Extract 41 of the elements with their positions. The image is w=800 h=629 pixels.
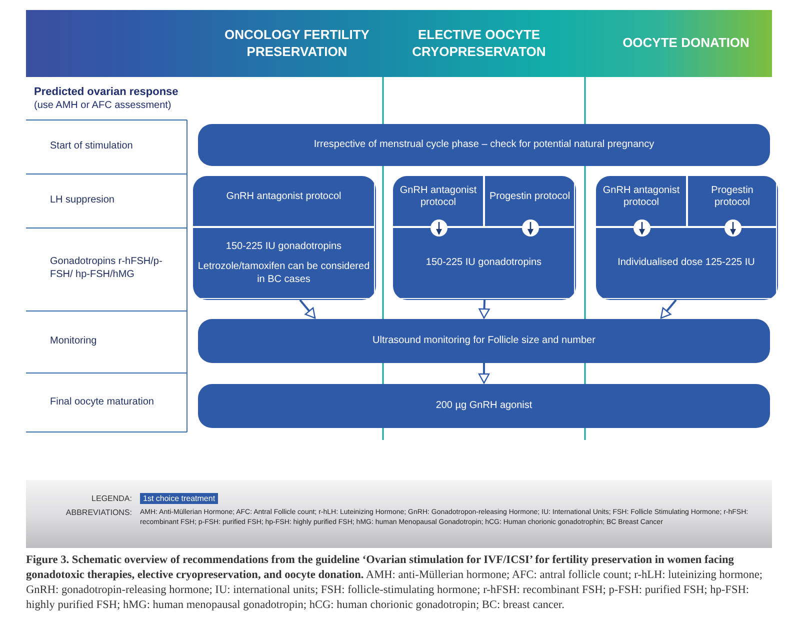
column-header: OOCYTE DONATION bbox=[622, 34, 750, 52]
box-text: Progestin protocol bbox=[489, 191, 570, 204]
group-box bbox=[193, 176, 376, 300]
box-text: Irrespective of menstrual cycle phase – check for potential natural pregnancy bbox=[314, 138, 654, 152]
box-text: GnRH antagonist protocol bbox=[602, 184, 681, 210]
row-label: Gonadotropins r-hFSH/p-FSH/ hp-FSH/hMG bbox=[50, 255, 164, 281]
group-box bbox=[596, 176, 778, 300]
legend-heading: LEGENDA: bbox=[90, 494, 132, 504]
box-text: Progestin protocol bbox=[710, 184, 754, 210]
row-label: Monitoring bbox=[50, 334, 98, 348]
box-text: 200 µg GnRH agonist bbox=[436, 400, 532, 412]
process-box bbox=[198, 319, 770, 363]
section-note: (use AMH or AFC assessment) bbox=[34, 99, 172, 113]
section-heading: Predicted ovarian response bbox=[34, 85, 178, 100]
arrow bbox=[436, 222, 442, 235]
row-label: Final oocyte maturation bbox=[50, 396, 155, 408]
box-section bbox=[193, 227, 376, 300]
arrow bbox=[478, 363, 490, 384]
row-label: LH suppresion bbox=[50, 194, 116, 206]
arrow bbox=[730, 222, 736, 235]
group-box bbox=[393, 176, 576, 300]
arrow bbox=[528, 222, 534, 235]
box-text: GnRH antagonist protocol bbox=[398, 184, 478, 210]
box-text: 150-225 IU gonadotropins bbox=[226, 240, 342, 253]
legend-swatch: 1st choice treatment bbox=[140, 493, 218, 504]
box-text: Letrozole/tamoxifen can be considered in BC cases bbox=[197, 261, 370, 286]
process-box bbox=[198, 384, 770, 428]
box-text: Ultrasound monitoring for Follicle size and number bbox=[372, 334, 596, 348]
arrow bbox=[299, 299, 316, 319]
figure-caption: Figure 3. Schematic overview of recommendations from the guideline ‘Ovarian stimulation for IVF/ICSI’ for fertility preservation in women facing gonadotoxic therapies, elective cryopreservation, and oocyte donation. AMH: anti-Müllerian hormone; AFC: antral follicle count; r-hLH: luteinizing hormone; GnRH: gonadotropin-releasing hormone; IU: international units; FSH: follicle-stimulating hormone; r-hFSH: recombinant FSH; p-FSH: purified FSH; hp-FSH: highly purified FSH; hMG: human menopausal gonadotropin; hCG: human chorionic gonadotropin; BC: breast cancer. bbox=[26, 553, 764, 613]
column-header: ONCOLOGY FERTILITY PRESERVATION bbox=[224, 26, 370, 60]
column-header: ELECTIVE OOCYTE CRYOPRESERVATON bbox=[411, 26, 547, 60]
row-label: Start of stimulation bbox=[50, 140, 134, 152]
arrow bbox=[478, 300, 490, 319]
process-box bbox=[198, 124, 770, 166]
box-text: 150-225 IU gonadotropins bbox=[426, 257, 542, 270]
box-text: GnRH antagonist protocol bbox=[226, 191, 342, 204]
arrow bbox=[639, 222, 645, 235]
legend-heading: ABBREVIATIONS: bbox=[64, 508, 132, 518]
arrow bbox=[660, 299, 677, 319]
box-text: Individualised dose 125-225 IU bbox=[618, 257, 755, 270]
